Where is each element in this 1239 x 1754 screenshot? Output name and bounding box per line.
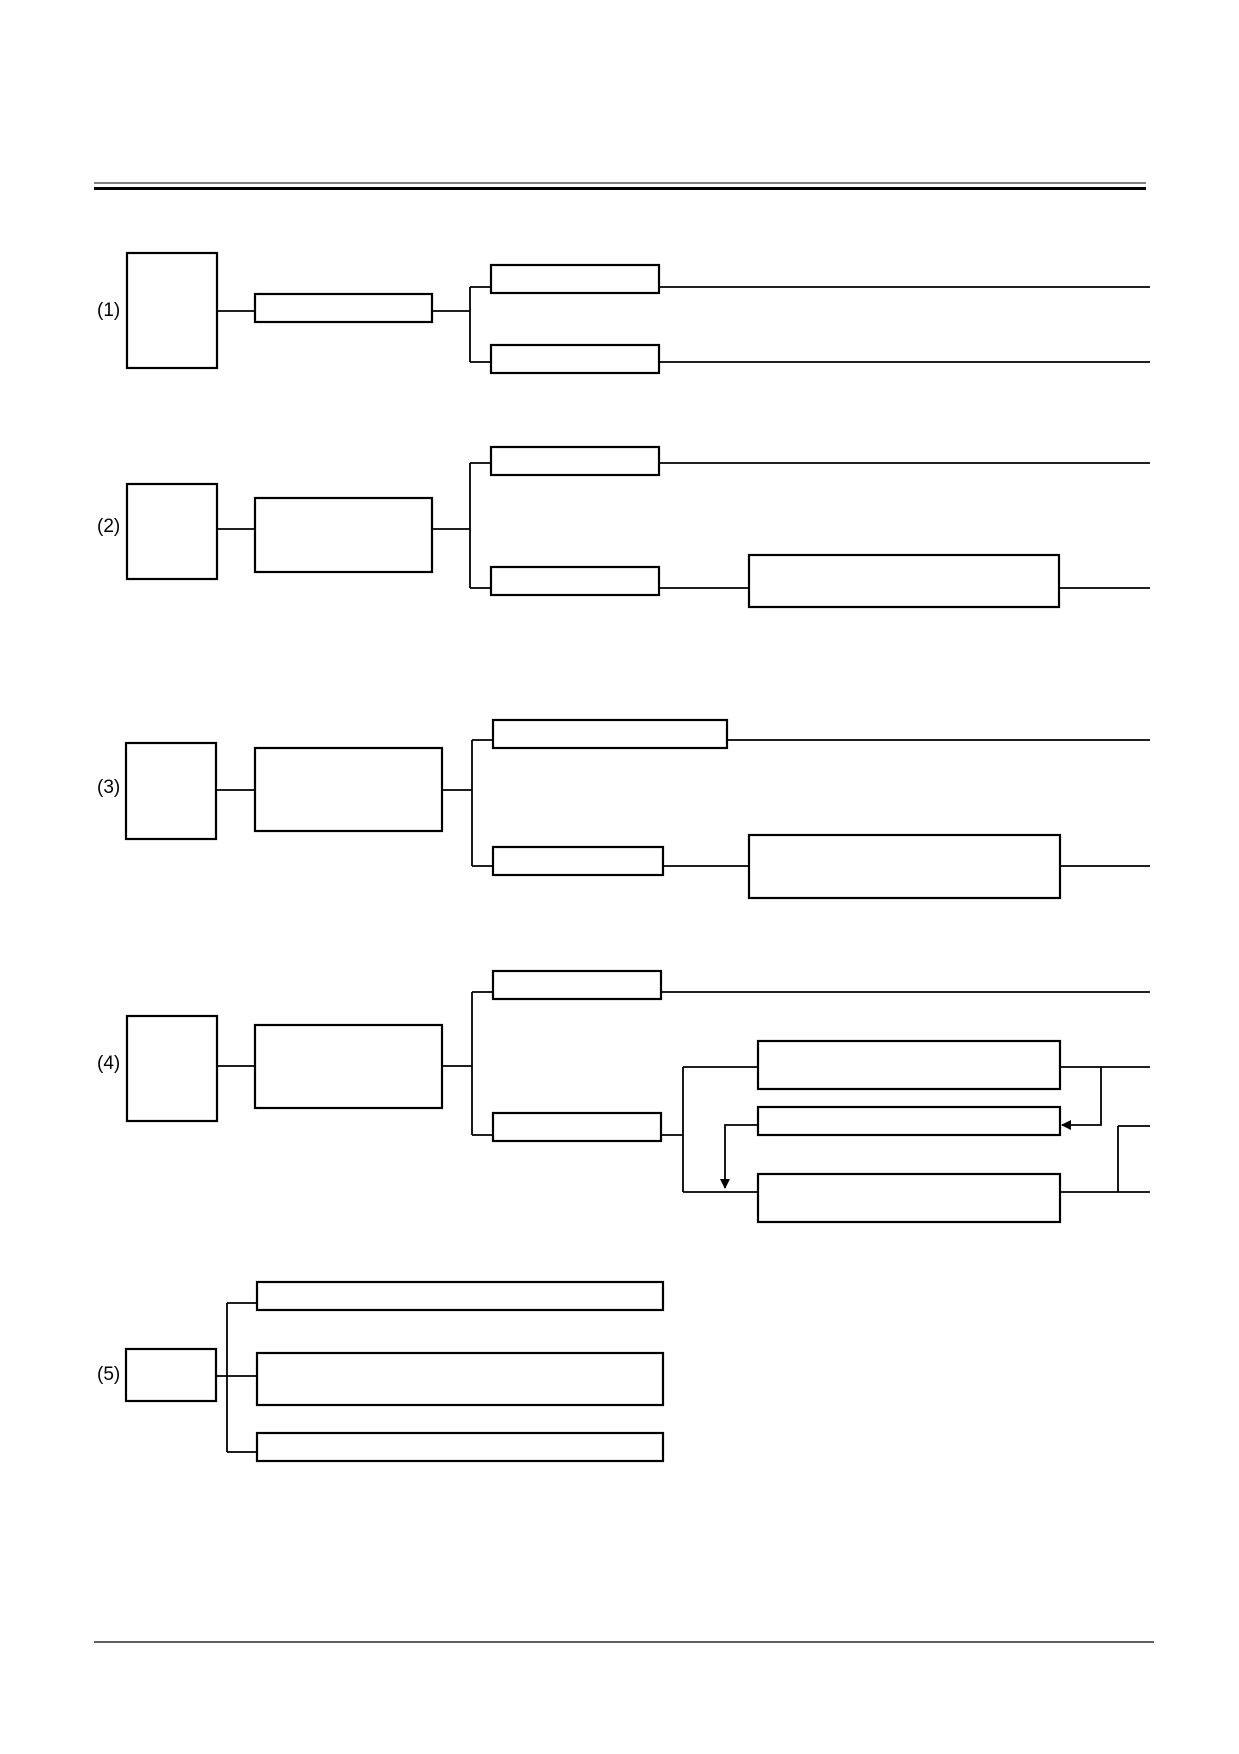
group-5: (5) — [97, 1280, 665, 1463]
group-3-label: (3) — [97, 777, 120, 798]
group-1-label: (1) — [97, 300, 120, 321]
group-4-branch-box-b — [491, 1111, 663, 1143]
group-2-branch-box-b — [489, 565, 661, 597]
group-4-label: (4) — [97, 1053, 120, 1074]
group-4-detail-box-b — [756, 1105, 1062, 1137]
feedback-line — [1061, 1067, 1102, 1130]
group-3-step-box — [253, 746, 444, 833]
group-1-branch-box-b — [489, 343, 661, 375]
group-5-box-a — [255, 1280, 665, 1312]
group-4-step-box — [253, 1023, 444, 1110]
group-3-root-box — [124, 741, 218, 841]
group-2-detail-box — [747, 553, 1061, 609]
group-1-root-box — [125, 251, 219, 370]
group-5-root-box — [124, 1347, 218, 1403]
group-3-detail-box — [747, 833, 1062, 900]
group-5-label: (5) — [97, 1364, 120, 1385]
group-2-branch-box-a — [489, 445, 661, 477]
header-rule — [94, 182, 1146, 190]
group-2-step-box — [253, 496, 434, 574]
group-3-branch-box-b — [491, 845, 665, 877]
group-2-root-box — [125, 482, 219, 581]
group-4-detail-box-c — [756, 1172, 1062, 1224]
group-3-branch-box-a — [491, 718, 729, 750]
group-4: (4) — [97, 969, 1150, 1224]
group-3: (3) — [97, 718, 1150, 900]
group-2-label: (2) — [97, 516, 120, 537]
group-5-box-b — [255, 1351, 665, 1407]
feedback-line — [720, 1124, 758, 1189]
group-1-step-box — [253, 292, 434, 324]
group-1-branch-box-a — [489, 263, 661, 295]
group-2: (2) — [97, 445, 1150, 609]
group-4-root-box — [125, 1014, 219, 1123]
group-4-branch-box-a — [491, 969, 663, 1001]
group-5-box-c — [255, 1431, 665, 1463]
group-4-detail-box-a — [756, 1039, 1062, 1091]
group-1: (1) — [97, 251, 1150, 375]
